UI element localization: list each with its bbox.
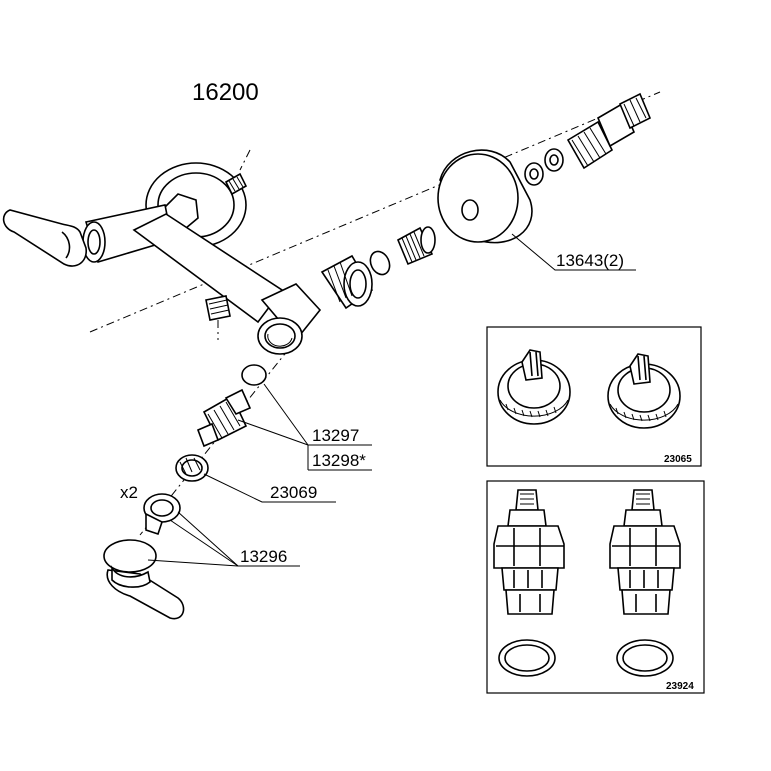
washer-1 [524,162,544,186]
leader-lines [147,233,636,567]
inset-cartridges: 23924 [486,480,705,694]
handle-lever [103,539,185,620]
model-number: 16200 [192,79,259,106]
bonnet-nut [175,454,209,482]
axis-line-main [89,91,661,333]
axis-line-top [239,149,251,171]
label-cartridge-cold: 13298* [312,451,366,470]
adapter-right [607,353,681,429]
cartridge [196,388,252,448]
o-ring-lower [241,364,267,386]
label-bonnet-nut: 23069 [270,483,317,502]
handle-hub [143,493,181,536]
label-handle-set: 13296 [240,547,287,566]
coupling-nut [320,254,374,310]
eccentric-adaptor [396,226,436,266]
escutcheon [437,149,533,244]
inset-adapters: 23065 [486,326,702,467]
mixer-body [2,162,322,355]
o-ring-upper [369,250,391,276]
threaded-inlet [566,92,652,170]
adapter-left [497,349,571,425]
cartridge-right [609,489,681,615]
o-ring-inset-left [498,639,556,677]
o-ring-inset-right [616,639,674,677]
washer-2 [544,148,564,172]
inset-cartridges-code: 23924 [666,681,694,692]
cartridge-left [493,489,565,615]
label-quantity: x2 [120,483,138,502]
inset-adapters-code: 23065 [664,454,692,465]
label-escutcheon: 13643(2) [556,251,624,270]
label-cartridge-hot: 13297 [312,426,359,445]
